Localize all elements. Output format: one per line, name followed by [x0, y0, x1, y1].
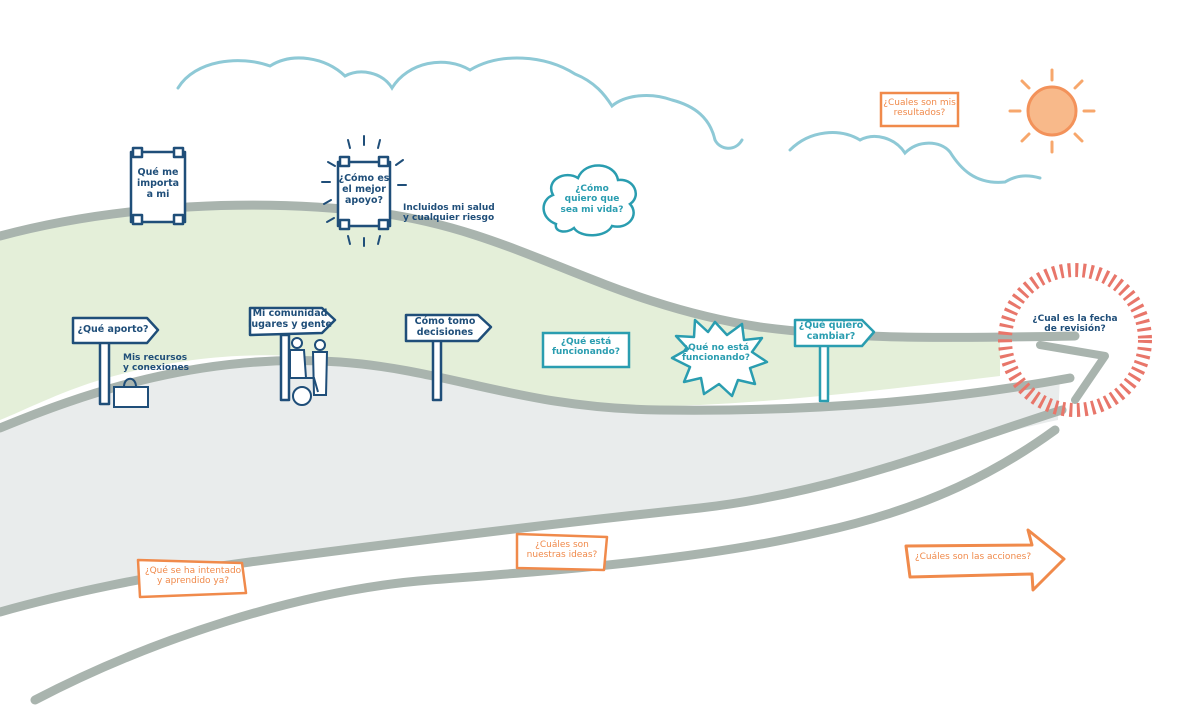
label-como-quiero-vida: ¿Cómo quiero que sea mi vida?	[560, 184, 624, 215]
board-mejor-apoyo	[336, 155, 392, 231]
sign-que-aporto: ¿Qué aporto?	[77, 324, 149, 335]
label-ideas: ¿Cuáles son nuestras ideas?	[526, 540, 598, 561]
signpost-que-aporto	[71, 316, 160, 406]
road-bottom-edge	[0, 405, 1067, 617]
box-intentado	[136, 558, 248, 599]
arrow-head-icon	[1036, 341, 1109, 404]
arrow-acciones-icon	[904, 528, 1066, 592]
cloud-left	[176, 56, 744, 150]
sign-que-quiero-cambiar: ¿Qué quiero cambiar?	[798, 320, 864, 342]
label-resultados: ¿Cuales son mis resultados?	[883, 98, 956, 119]
label-fecha-revision: ¿Cual es la fecha de revisión?	[1032, 314, 1118, 335]
label-que-esta-funcionando: ¿Qué está funcionando?	[551, 337, 621, 358]
box-que-esta-funcionando	[541, 331, 631, 369]
note-incluidos: Incluidos mi salud y cualquier riesgo	[403, 203, 495, 224]
board-que-me-importa	[129, 146, 187, 226]
road-band	[0, 359, 1060, 612]
signpost-como-tomo	[404, 313, 493, 402]
sign-mi-comunidad: Mi comunidad lugares y gente	[248, 308, 332, 330]
starburst-icon	[670, 318, 769, 398]
sparkle-rays-icon	[321, 135, 407, 247]
sun-icon	[1008, 68, 1096, 154]
label-que-no-esta-funcionando: ¿Qué no está funcionando?	[681, 343, 751, 364]
hill-top-edge	[0, 200, 1080, 342]
signpost-que-quiero-cambiar	[793, 318, 876, 403]
box-resultados	[879, 91, 960, 128]
bag-icon	[113, 377, 149, 408]
people-wheelchair-icon	[289, 337, 329, 406]
cloud-right	[788, 131, 1042, 184]
sign-mejor-apoyo: ¿Cómo es el mejor apoyo?	[338, 173, 390, 206]
sign-que-me-importa: Qué me importa a mi	[136, 167, 180, 200]
note-mis-recursos: Mis recursos y conexiones	[123, 353, 189, 374]
box-ideas	[515, 532, 609, 572]
label-intentado: ¿Qué se ha intentado y aprendido ya?	[144, 566, 242, 587]
road-top-edge	[0, 356, 1075, 433]
sign-como-tomo: Cómo tomo decisiones	[414, 316, 476, 338]
target-ring-icon	[998, 263, 1152, 417]
sky-clouds	[176, 56, 1042, 184]
cloud-bubble-icon	[542, 164, 637, 237]
label-acciones: ¿Cuáles son las acciones?	[914, 552, 1032, 562]
